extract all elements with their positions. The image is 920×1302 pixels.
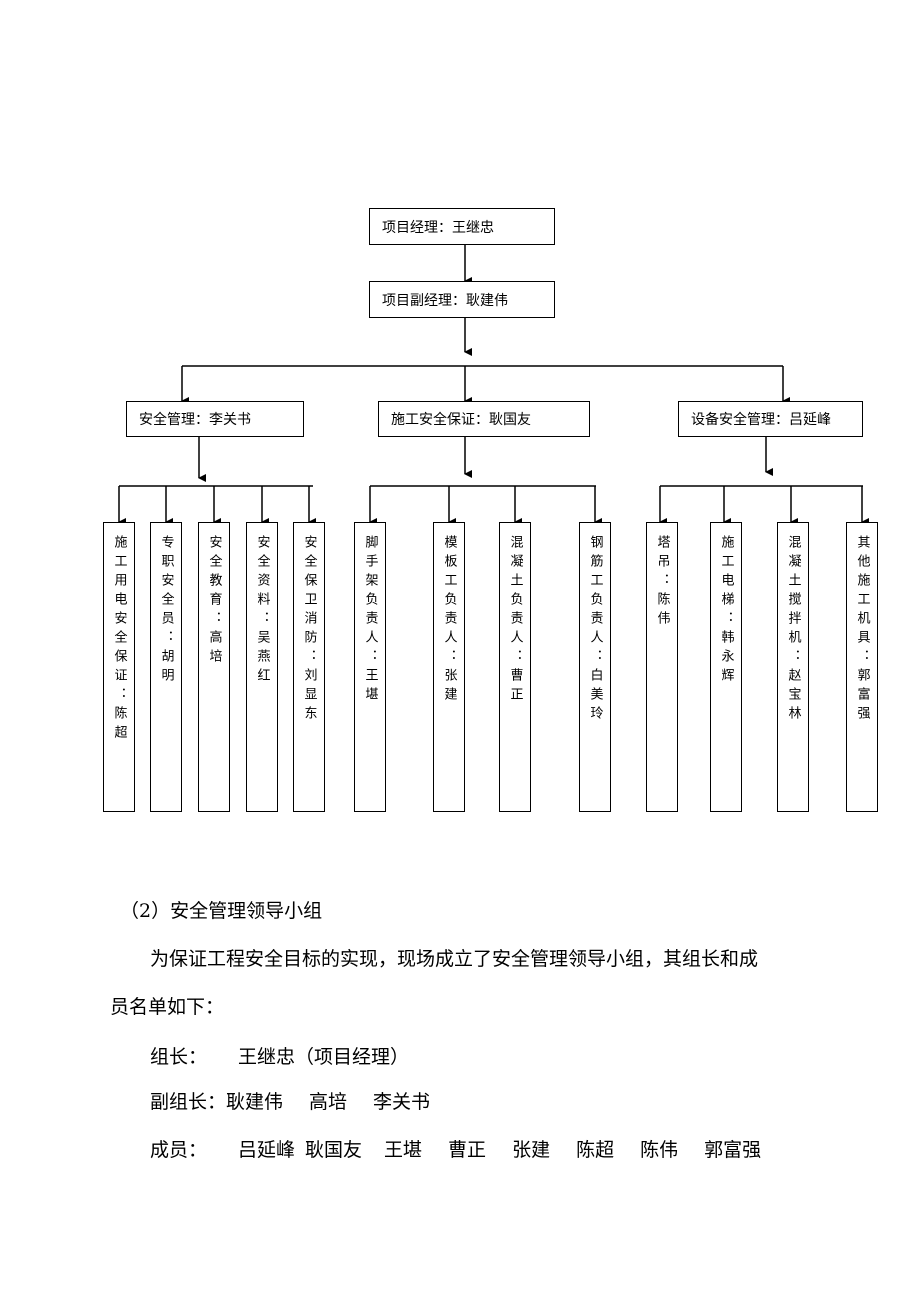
child-box: 脚手架负责人：王堪	[354, 522, 386, 812]
members-label: 成员：	[150, 1139, 208, 1161]
child-box: 塔吊：陈伟	[646, 522, 678, 812]
leader-value: 王继忠（项目经理）	[238, 1046, 410, 1068]
child-box: 施工用电安全保证：陈超	[103, 522, 135, 812]
child-label: 安全保卫消防：刘显东	[301, 535, 317, 725]
deputy-row: 副组长：耿建伟 高培 李关书	[150, 1087, 430, 1114]
child-box: 混凝土负责人：曹正	[499, 522, 531, 812]
child-label: 钢筋工负责人：白美玲	[587, 535, 603, 725]
branch-equipment-safety: 设备安全管理：吕延峰	[678, 401, 863, 437]
branch-label: 设备安全管理：吕延峰	[691, 412, 831, 428]
child-box: 安全教育：高培	[198, 522, 230, 812]
child-label: 塔吊：陈伟	[654, 535, 670, 630]
deputy-manager-label: 项目副经理：耿建伟	[382, 292, 508, 309]
member-name: 吕延峰	[238, 1139, 296, 1161]
child-label: 混凝土负责人：曹正	[507, 535, 523, 706]
connector-lines	[118, 245, 869, 526]
deputy-label: 副组长：	[150, 1091, 227, 1113]
leader-row: 组长： 王继忠（项目经理）	[150, 1042, 409, 1069]
child-label: 混凝土搅拌机：赵宝林	[785, 535, 801, 725]
members-row: 成员： 吕延峰耿国友王堪 曹正 张建 陈超 陈伟 郭富强	[150, 1135, 761, 1162]
child-label: 安全教育：高培	[206, 535, 222, 668]
intro-text-2: 员名单如下：	[110, 996, 225, 1018]
deputy-value: 高培	[309, 1091, 348, 1113]
branch-label: 安全管理：李关书	[139, 412, 251, 428]
project-manager-label: 项目经理：王继忠	[382, 219, 494, 236]
child-box: 安全资料：吴燕红	[246, 522, 278, 812]
branch-label: 施工安全保证：耿国友	[391, 412, 531, 428]
section-heading-text: （2）安全管理领导小组	[120, 900, 323, 922]
child-label: 施工电梯：韩永辉	[718, 535, 734, 687]
child-label: 脚手架负责人：王堪	[362, 535, 378, 706]
member-name: 王堪	[384, 1139, 423, 1161]
deputy-value: 耿建伟	[226, 1091, 284, 1113]
child-box: 钢筋工负责人：白美玲	[579, 522, 611, 812]
child-label: 施工用电安全保证：陈超	[111, 535, 127, 744]
branch-safety-management: 安全管理：李关书	[126, 401, 304, 437]
child-label: 模板工负责人：张建	[441, 535, 457, 706]
child-label: 安全资料：吴燕红	[254, 535, 270, 687]
child-box: 施工电梯：韩永辉	[710, 522, 742, 812]
leader-label: 组长：	[150, 1046, 208, 1068]
child-label: 其他施工机具：郭富强	[854, 535, 870, 725]
deputy-manager-box: 项目副经理：耿建伟	[369, 281, 555, 318]
child-box: 模板工负责人：张建	[433, 522, 465, 812]
member-name: 陈超	[576, 1139, 615, 1161]
child-label: 专职安全员：胡明	[158, 535, 174, 687]
intro-text-1: 为保证工程安全目标的实现，现场成立了安全管理领导小组，其组长和成	[150, 948, 759, 970]
member-name: 张建	[512, 1139, 551, 1161]
member-name: 陈伟	[640, 1139, 679, 1161]
intro-paragraph-line1: 为保证工程安全目标的实现，现场成立了安全管理领导小组，其组长和成	[150, 944, 758, 971]
section-heading: （2）安全管理领导小组	[120, 896, 322, 923]
member-name: 曹正	[448, 1139, 487, 1161]
deputy-value: 李关书	[373, 1091, 431, 1113]
project-manager-box: 项目经理：王继忠	[369, 208, 555, 245]
child-box: 混凝土搅拌机：赵宝林	[777, 522, 809, 812]
child-box: 安全保卫消防：刘显东	[293, 522, 325, 812]
child-box: 专职安全员：胡明	[150, 522, 182, 812]
member-name: 耿国友	[305, 1139, 363, 1161]
branch-construction-safety: 施工安全保证：耿国友	[378, 401, 590, 437]
child-box: 其他施工机具：郭富强	[846, 522, 878, 812]
intro-paragraph-line2: 员名单如下：	[110, 992, 224, 1019]
org-chart: 项目经理：王继忠 项目副经理：耿建伟 安全管理：李关书 施工安全保证：耿国友 设…	[103, 208, 878, 812]
member-name: 郭富强	[704, 1139, 762, 1161]
